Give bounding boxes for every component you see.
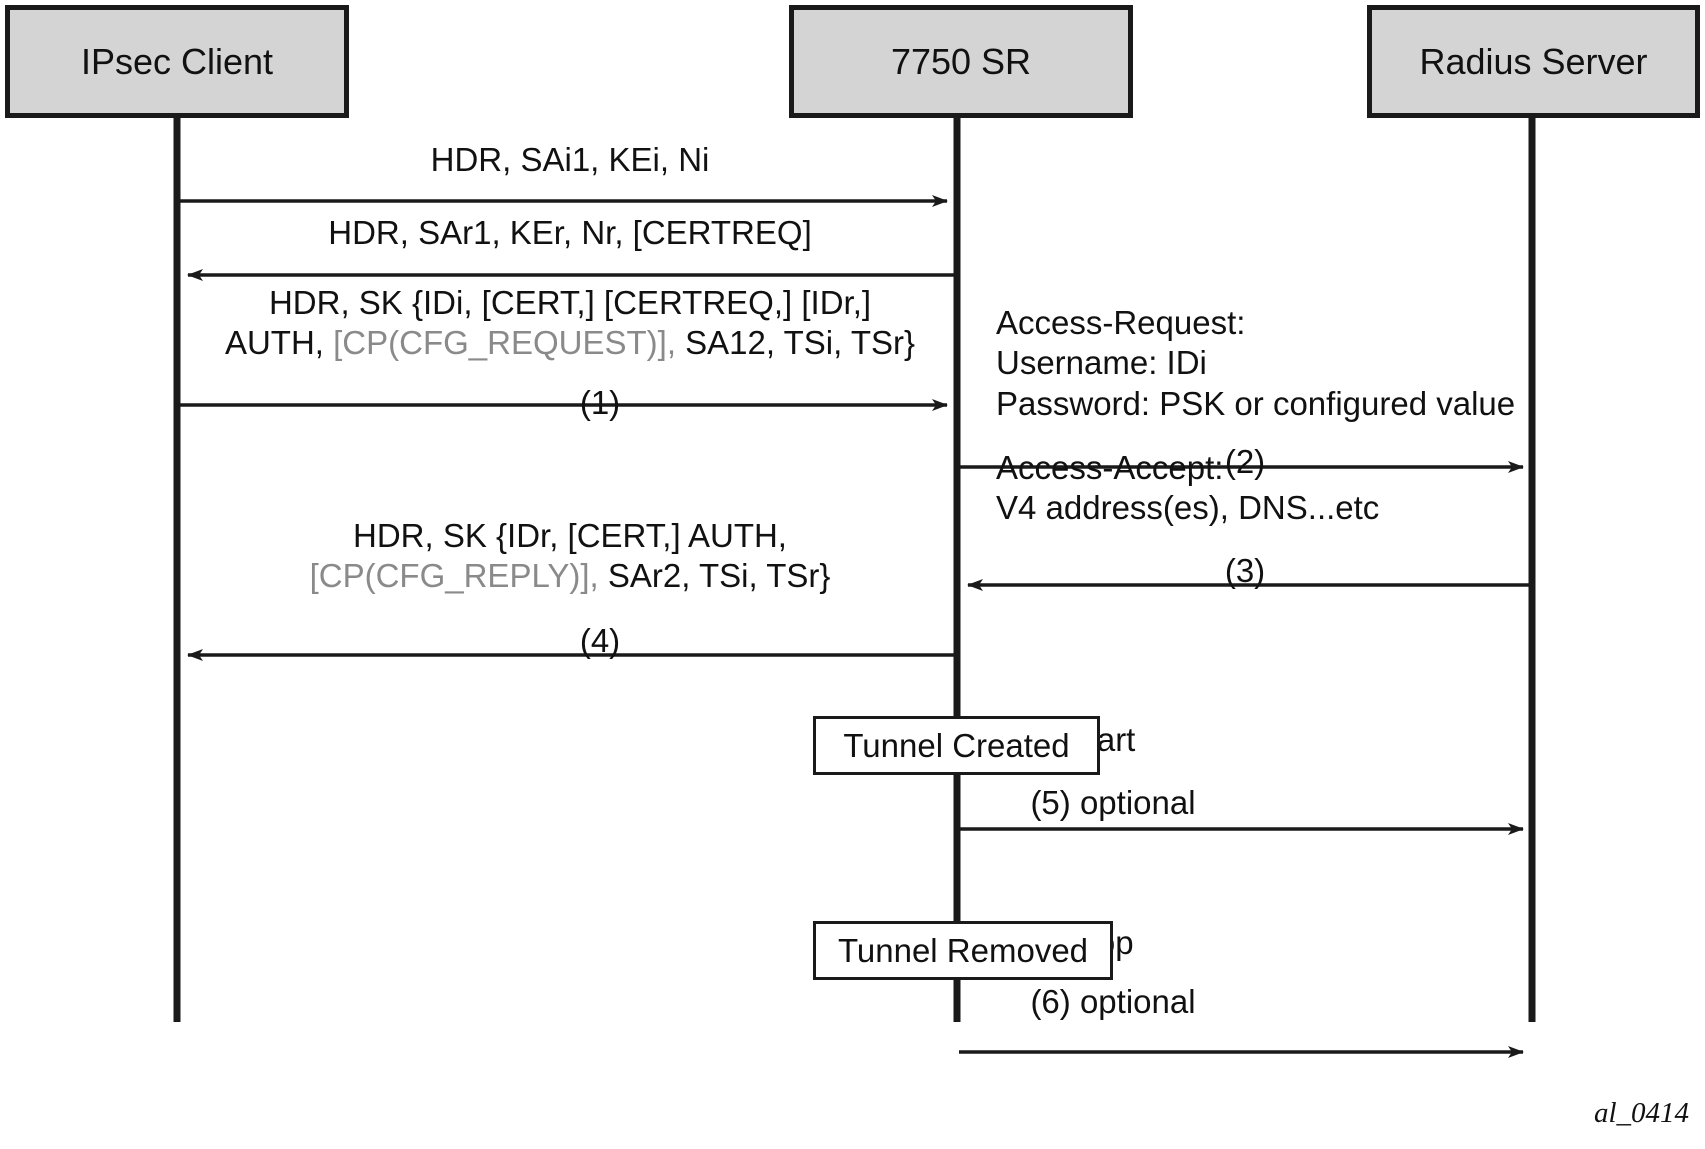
actor-label-radius-server: Radius Server (1419, 40, 1648, 82)
actor-label-sr-7750: 7750 SR (890, 40, 1032, 82)
step-number-1-label: (1) (579, 384, 621, 421)
ike-auth-request-cfg-request-text: [CP(CFG_REQUEST)], (333, 324, 676, 362)
note-label-tunnel-removed: Tunnel Removed (837, 931, 1089, 969)
step-number-1: (1) (580, 384, 620, 422)
access-accept-attrs-text: V4 address(es), DNS...etc (996, 489, 1380, 527)
message-label-access-request: Access-Request: Username: IDi Password: … (996, 303, 1515, 424)
step-number-3-label: (3) (1224, 552, 1266, 589)
ike-sa-init-response-text: HDR, SAr1, KEr, Nr, [CERTREQ] (328, 214, 812, 251)
message-label-ike-auth-response: HDR, SK {IDr, [CERT,] AUTH, [CP(CFG_REPL… (310, 516, 831, 597)
ike-sa-init-request-text: HDR, SAi1, KEi, Ni (430, 141, 710, 178)
figure-id-text: al_0414 (1594, 1097, 1690, 1129)
step-number-6: (6) optional (1030, 983, 1195, 1021)
ike-auth-response-line-1: HDR, SK {IDr, [CERT,] AUTH, (310, 516, 831, 556)
step-number-2-label: (2) (1224, 443, 1266, 480)
actor-box-radius-server: Radius Server (1367, 5, 1700, 118)
access-request-username-text: Username: IDi (996, 344, 1207, 382)
step-number-3: (3) (1225, 552, 1265, 590)
access-request-username-line: Username: IDi (996, 343, 1515, 383)
message-label-ike-auth-request: HDR, SK {IDi, [CERT,] [CERTREQ,] [IDr,] … (225, 283, 915, 364)
actor-box-ipsec-client: IPsec Client (5, 5, 349, 118)
ike-auth-request-line-2: AUTH, [CP(CFG_REQUEST)], SA12, TSi, TSr} (225, 323, 915, 363)
ike-auth-response-line1-text: HDR, SK {IDr, [CERT,] AUTH, (353, 517, 787, 554)
ike-auth-response-sar2-text: SAr2, TSi, TSr} (598, 557, 831, 595)
actor-label-ipsec-client: IPsec Client (80, 40, 274, 82)
access-request-title-text: Access-Request: (996, 304, 1246, 341)
ike-auth-request-line-1: HDR, SK {IDi, [CERT,] [CERTREQ,] [IDr,] (225, 283, 915, 323)
step-number-6-label: (6) optional (1030, 983, 1196, 1020)
ike-auth-request-line1-text: HDR, SK {IDi, [CERT,] [CERTREQ,] [IDr,] (268, 284, 872, 321)
ike-auth-response-cfg-reply-text: [CP(CFG_REPLY)], (309, 557, 599, 595)
access-accept-title-line: Access-Accept: (996, 448, 1379, 488)
step-number-2: (2) (1225, 443, 1265, 481)
message-label-ike-sa-init-request: HDR, SAi1, KEi, Ni (431, 140, 710, 180)
step-number-5: (5) optional (1030, 784, 1195, 822)
access-request-password-line: Password: PSK or configured value (996, 384, 1515, 424)
ike-auth-request-auth-text: AUTH, (224, 324, 334, 362)
note-box-tunnel-created: Tunnel Created (813, 716, 1100, 775)
ike-auth-response-line-2: [CP(CFG_REPLY)], SAr2, TSi, TSr} (310, 556, 831, 596)
note-label-tunnel-created: Tunnel Created (843, 726, 1070, 764)
figure-id-label: al_0414 (1594, 1097, 1689, 1130)
access-request-password-text: Password: PSK or configured value (996, 384, 1516, 422)
message-label-access-accept: Access-Accept: V4 address(es), DNS...etc (996, 448, 1379, 529)
note-box-tunnel-removed: Tunnel Removed (813, 921, 1113, 980)
message-label-ike-sa-init-response: HDR, SAr1, KEr, Nr, [CERTREQ] (328, 213, 811, 253)
actor-box-sr-7750: 7750 SR (789, 5, 1133, 118)
step-number-4-label: (4) (579, 622, 621, 659)
access-accept-attrs-line: V4 address(es), DNS...etc (996, 488, 1379, 528)
access-accept-title-text: Access-Accept: (996, 449, 1224, 486)
step-number-5-label: (5) optional (1030, 784, 1196, 821)
step-number-4: (4) (580, 622, 620, 660)
ike-auth-request-sa-text: SA12, TSi, TSr} (675, 324, 916, 362)
access-request-title-line: Access-Request: (996, 303, 1515, 343)
